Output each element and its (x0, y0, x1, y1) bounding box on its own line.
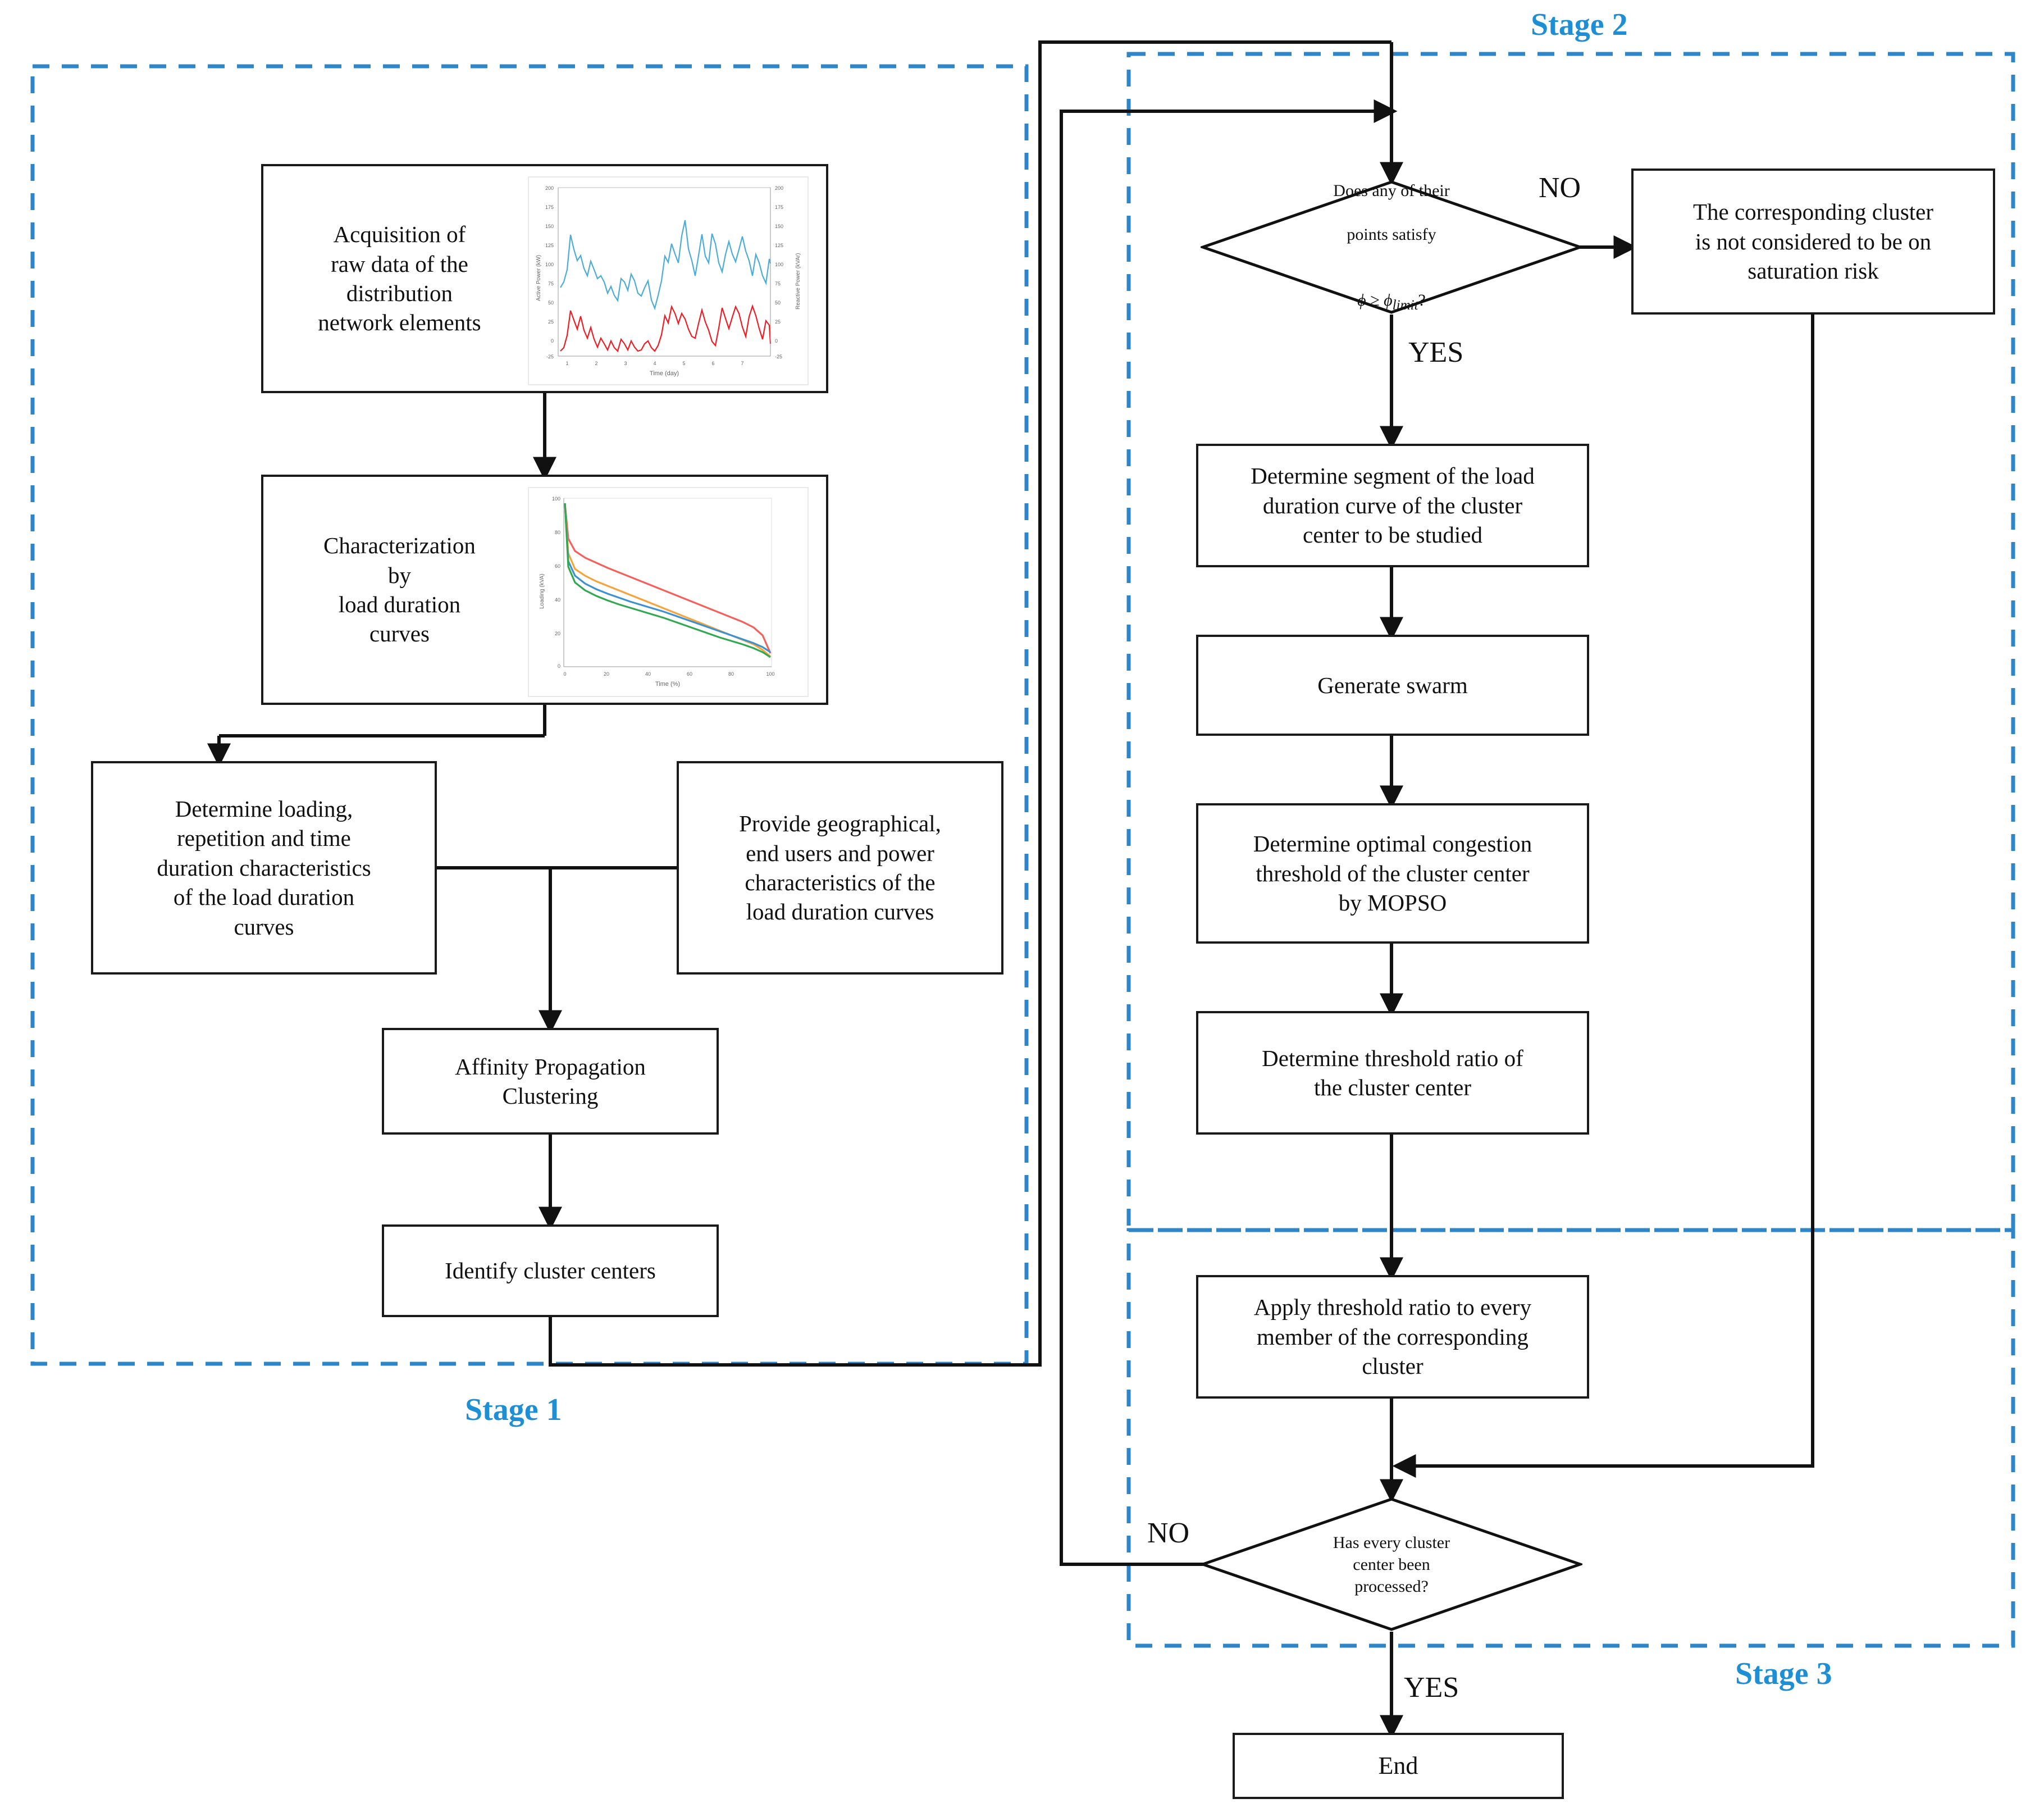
svg-text:-25: -25 (546, 354, 554, 359)
node-generate-swarm-label: Generate swarm (1317, 672, 1468, 698)
svg-text:Time (%): Time (%) (655, 681, 680, 687)
svg-text:200: 200 (545, 185, 554, 191)
svg-text:50: 50 (775, 300, 781, 306)
decision-points-satisfy[interactable]: Does any of their points satisfy ϕ ≥ ϕli… (1201, 180, 1582, 315)
svg-text:0: 0 (558, 663, 560, 669)
svg-text:Active Power (kW): Active Power (kW) (536, 255, 542, 301)
decision-line-2: points satisfy (1347, 225, 1436, 244)
svg-text:150: 150 (545, 224, 554, 229)
stage-label-3: Stage 3 (1735, 1656, 1832, 1691)
svg-text:Loading (kVA): Loading (kVA) (539, 573, 545, 609)
node-characterization[interactable]: Characterization by load duration curves… (261, 475, 828, 705)
phi-threshold-expression: ϕ ≥ ϕ (1357, 290, 1393, 309)
svg-text:6: 6 (711, 361, 714, 366)
node-determine-threshold-ratio[interactable]: Determine threshold ratio of the cluster… (1196, 1011, 1589, 1135)
svg-text:7: 7 (741, 361, 743, 366)
node-determine-loading[interactable]: Determine loading, repetition and time d… (91, 761, 437, 975)
node-determine-segment-label: Determine segment of the load duration c… (1251, 463, 1535, 548)
load-duration-curves-chart: 100 80 60 40 20 0 0 20 40 60 80 100 Time… (527, 487, 809, 697)
node-apply-threshold-ratio[interactable]: Apply threshold ratio to every member of… (1196, 1275, 1589, 1399)
node-identify-cluster-centers[interactable]: Identify cluster centers (382, 1224, 719, 1317)
node-end-label: End (1378, 1751, 1418, 1779)
stage2-boundary (1126, 52, 2015, 1232)
svg-text:0: 0 (775, 338, 778, 344)
node-apply-threshold-ratio-label: Apply threshold ratio to every member of… (1253, 1294, 1532, 1379)
svg-text:100: 100 (775, 262, 783, 267)
svg-text:125: 125 (545, 243, 554, 248)
stage-label-1: Stage 1 (465, 1392, 562, 1427)
svg-text:75: 75 (775, 281, 781, 286)
svg-text:80: 80 (555, 530, 560, 535)
svg-text:3: 3 (624, 361, 627, 366)
edge-label-yes-bottom: YES (1404, 1672, 1459, 1704)
node-affinity-propagation-label: Affinity Propagation Clustering (455, 1053, 646, 1109)
edge-label-yes-top: YES (1408, 336, 1464, 368)
svg-text:50: 50 (548, 300, 554, 306)
svg-text:Reactive Power (kVAr): Reactive Power (kVAr) (795, 253, 801, 309)
svg-text:-25: -25 (775, 354, 782, 359)
svg-text:100: 100 (766, 671, 774, 677)
edge-label-no-bottom: NO (1147, 1517, 1190, 1549)
node-provide-geographical[interactable]: Provide geographical, end users and powe… (677, 761, 1003, 975)
svg-text:5: 5 (682, 361, 685, 366)
svg-text:40: 40 (555, 597, 560, 603)
svg-text:2: 2 (595, 361, 597, 366)
node-identify-cluster-centers-label: Identify cluster centers (445, 1258, 656, 1284)
svg-text:80: 80 (728, 671, 734, 677)
phi-limit-subscript: limit (1392, 297, 1418, 313)
svg-text:100: 100 (552, 496, 560, 502)
svg-text:25: 25 (775, 319, 781, 325)
node-acquisition[interactable]: Acquisition of raw data of the distribut… (261, 164, 828, 393)
node-determine-segment[interactable]: Determine segment of the load duration c… (1196, 444, 1589, 567)
svg-text:40: 40 (645, 671, 651, 677)
svg-text:60: 60 (687, 671, 692, 677)
node-provide-geographical-label: Provide geographical, end users and powe… (739, 811, 941, 925)
svg-text:20: 20 (555, 631, 560, 636)
node-determine-optimal-threshold-label: Determine optimal congestion threshold o… (1253, 831, 1532, 916)
node-determine-optimal-threshold[interactable]: Determine optimal congestion threshold o… (1196, 803, 1589, 944)
decision-every-cluster-processed[interactable]: Has every cluster center been processed? (1201, 1497, 1582, 1632)
node-affinity-propagation[interactable]: Affinity Propagation Clustering (382, 1028, 719, 1135)
svg-text:175: 175 (545, 204, 554, 210)
svg-text:0: 0 (563, 671, 566, 677)
svg-text:75: 75 (548, 281, 554, 286)
edge-label-no-top: NO (1539, 172, 1581, 204)
svg-text:60: 60 (555, 563, 560, 569)
svg-text:125: 125 (775, 243, 783, 248)
node-end[interactable]: End (1233, 1733, 1564, 1799)
node-acquisition-label: Acquisition of raw data of the distribut… (318, 221, 481, 336)
node-determine-threshold-ratio-label: Determine threshold ratio of the cluster… (1262, 1045, 1523, 1100)
question-mark: ? (1418, 290, 1426, 309)
node-not-considered-saturation-label: The corresponding cluster is not conside… (1692, 199, 1934, 284)
svg-text:20: 20 (604, 671, 609, 677)
decision-every-cluster-processed-label: Has every cluster center been processed? (1333, 1533, 1450, 1596)
edge-identify-exit (549, 40, 1391, 1367)
raw-data-chart: 200 175 150 125 100 75 50 25 0 -25 200 1… (527, 176, 809, 385)
edge-notconsidered-return (1392, 315, 1814, 1478)
node-generate-swarm[interactable]: Generate swarm (1196, 635, 1589, 736)
svg-text:1: 1 (565, 361, 568, 366)
node-characterization-label: Characterization by load duration curves (323, 532, 476, 647)
svg-text:175: 175 (775, 204, 783, 210)
svg-text:100: 100 (545, 262, 554, 267)
svg-text:200: 200 (775, 185, 783, 191)
decision-points-satisfy-label: Does any of their points satisfy ϕ ≥ ϕli… (1333, 158, 1449, 337)
svg-text:25: 25 (548, 319, 554, 325)
decision-line-3: ϕ ≥ ϕlimit? (1333, 267, 1449, 315)
svg-text:Time (day): Time (day) (650, 370, 679, 377)
svg-text:150: 150 (775, 224, 783, 229)
edge-decision2-no (1060, 99, 1398, 1566)
stage-label-2: Stage 2 (1531, 7, 1628, 42)
svg-text:0: 0 (551, 338, 554, 344)
node-determine-loading-label: Determine loading, repetition and time d… (157, 795, 371, 940)
stage3-boundary (1126, 1228, 2015, 1648)
svg-text:4: 4 (653, 361, 656, 366)
node-not-considered-saturation[interactable]: The corresponding cluster is not conside… (1631, 169, 1995, 315)
decision-line-1: Does any of their (1333, 181, 1450, 200)
stage1-boundary (30, 64, 1029, 1366)
